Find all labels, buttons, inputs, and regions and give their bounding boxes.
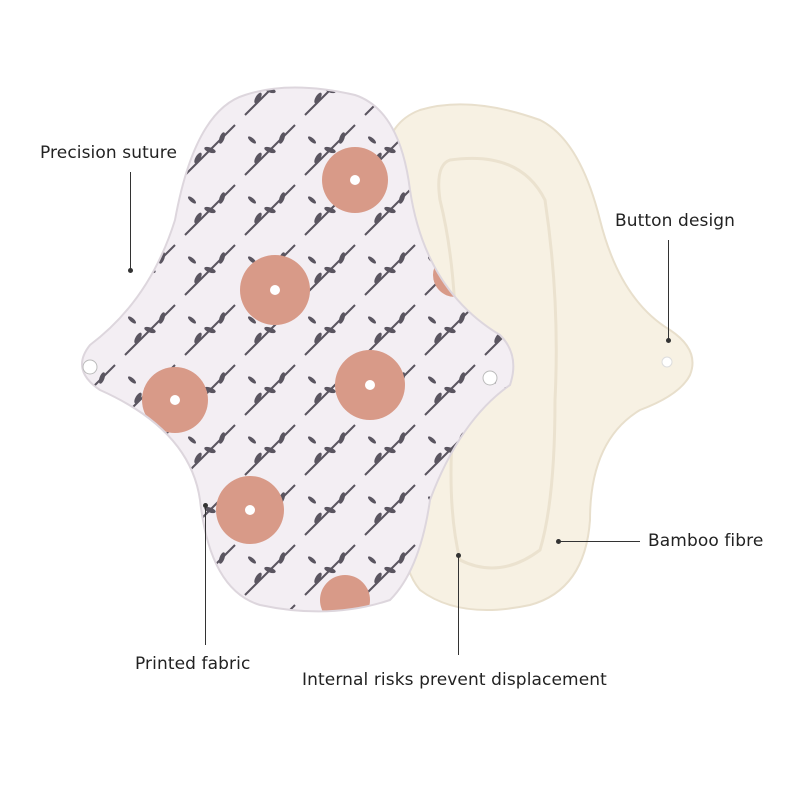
label-internal-risks: Internal risks prevent displacement xyxy=(302,670,607,690)
label-button-design: Button design xyxy=(615,211,736,231)
leader-dot xyxy=(203,503,208,508)
leader-line xyxy=(205,505,206,645)
leader-dot xyxy=(666,338,671,343)
leader-dot xyxy=(128,268,133,273)
label-precision-suture: Precision suture xyxy=(40,143,178,163)
leader-line xyxy=(668,240,669,340)
label-bamboo-fibre: Bamboo fibre xyxy=(648,531,764,551)
label-printed-fabric: Printed fabric xyxy=(135,654,251,674)
bamboo-inner-stitch xyxy=(437,156,558,570)
leader-dot xyxy=(456,553,461,558)
snap-button-left xyxy=(82,359,98,375)
snap-button-right xyxy=(661,356,673,368)
leader-line xyxy=(130,172,131,270)
snap-button-left-2 xyxy=(482,370,498,386)
leader-line xyxy=(560,541,640,542)
leader-line xyxy=(458,555,459,655)
leader-dot xyxy=(556,539,561,544)
